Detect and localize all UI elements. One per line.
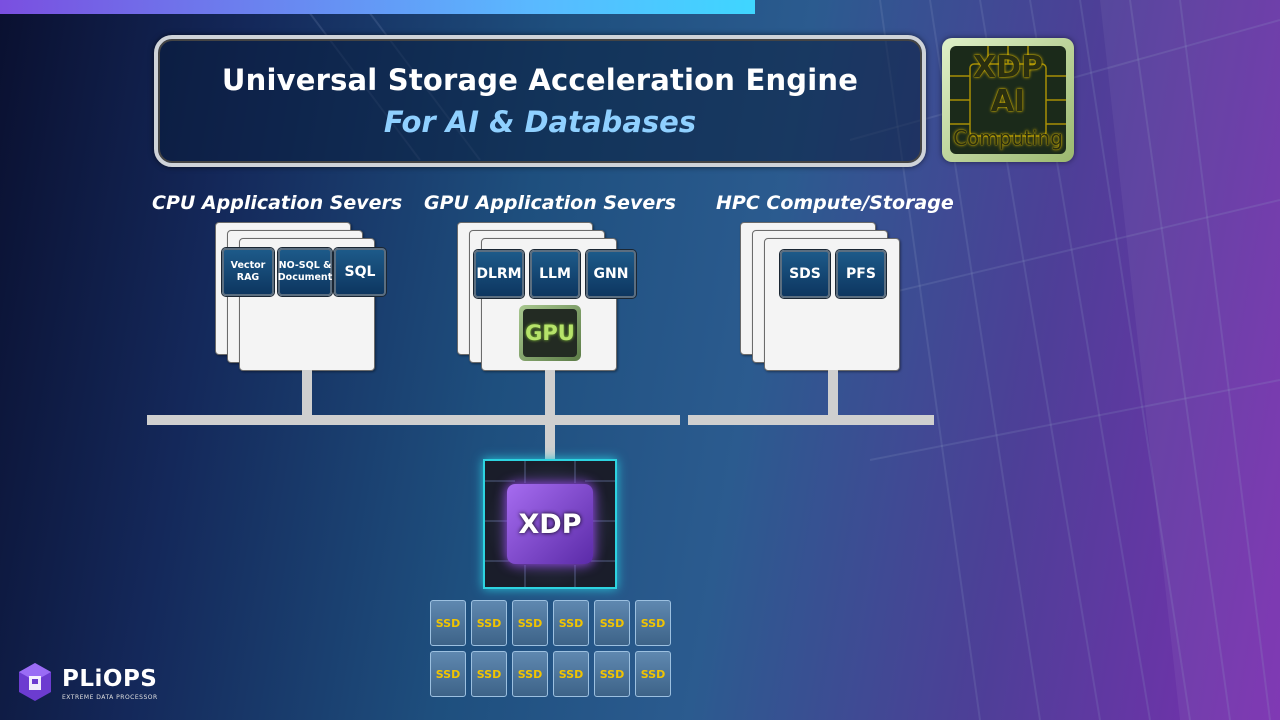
ssd-drive: SSD (471, 651, 507, 697)
hpc-label: HPC Compute/Storage (716, 192, 954, 214)
ssd-drive: SSD (553, 651, 589, 697)
xdp-chip-core: XDP (507, 484, 593, 564)
pliops-logo: PLiOPS EXTREME DATA PROCESSOR (18, 662, 178, 706)
logo-tagline: EXTREME DATA PROCESSOR (62, 694, 158, 701)
cpu-uplink (302, 370, 312, 416)
gpu-chip-icon: GPU (519, 305, 581, 361)
network-bus-right (688, 415, 934, 425)
app-sql: SQL (334, 248, 386, 296)
ssd-drive: SSD (512, 651, 548, 697)
app-gnn: GNN (586, 250, 636, 298)
top-accent-bar (0, 0, 755, 14)
ssd-drive: SSD (430, 651, 466, 697)
title-main: Universal Storage Acceleration Engine (221, 63, 859, 97)
app-llm: LLM (530, 250, 580, 298)
ssd-drive: SSD (594, 651, 630, 697)
app-nosql-document: NO-SQL & Document (278, 248, 332, 296)
gpu-chip-label: GPU (523, 309, 577, 357)
app-sds: SDS (780, 250, 830, 298)
xdp-downlink (545, 424, 555, 460)
hpc-uplink (828, 370, 838, 416)
ssd-drive: SSD (635, 651, 671, 697)
ssd-drive: SSD (594, 600, 630, 646)
cpu-servers-label: CPU Application Severs (152, 192, 403, 214)
chip-traces-icon (950, 46, 1066, 137)
gpu-uplink (545, 370, 555, 416)
title-box: Universal Storage Acceleration Engine Fo… (154, 35, 926, 167)
gpu-servers-label: GPU Application Severs (424, 192, 676, 214)
pliops-cube-icon (19, 663, 51, 701)
xdp-chip-label: XDP (518, 508, 582, 540)
network-bus-left (147, 415, 680, 425)
app-vector-rag: Vector RAG (222, 248, 274, 296)
badge-line-computing: Computing (953, 126, 1063, 150)
ssd-drive: SSD (553, 600, 589, 646)
ssd-drive: SSD (635, 600, 671, 646)
xdp-ai-computing-badge: XDP AI Computing (942, 38, 1074, 162)
xdp-processor: XDP (483, 459, 617, 589)
badge-line-ai: AI (990, 84, 1026, 119)
title-subtitle: For AI & Databases (383, 105, 697, 139)
badge-line-xdp: XDP (972, 50, 1044, 85)
app-pfs: PFS (836, 250, 886, 298)
ssd-drive: SSD (430, 600, 466, 646)
ssd-drive: SSD (471, 600, 507, 646)
circuit-pattern-icon (485, 461, 615, 587)
logo-wordmark: PLiOPS (62, 666, 158, 692)
app-dlrm: DLRM (474, 250, 524, 298)
ssd-drive: SSD (512, 600, 548, 646)
